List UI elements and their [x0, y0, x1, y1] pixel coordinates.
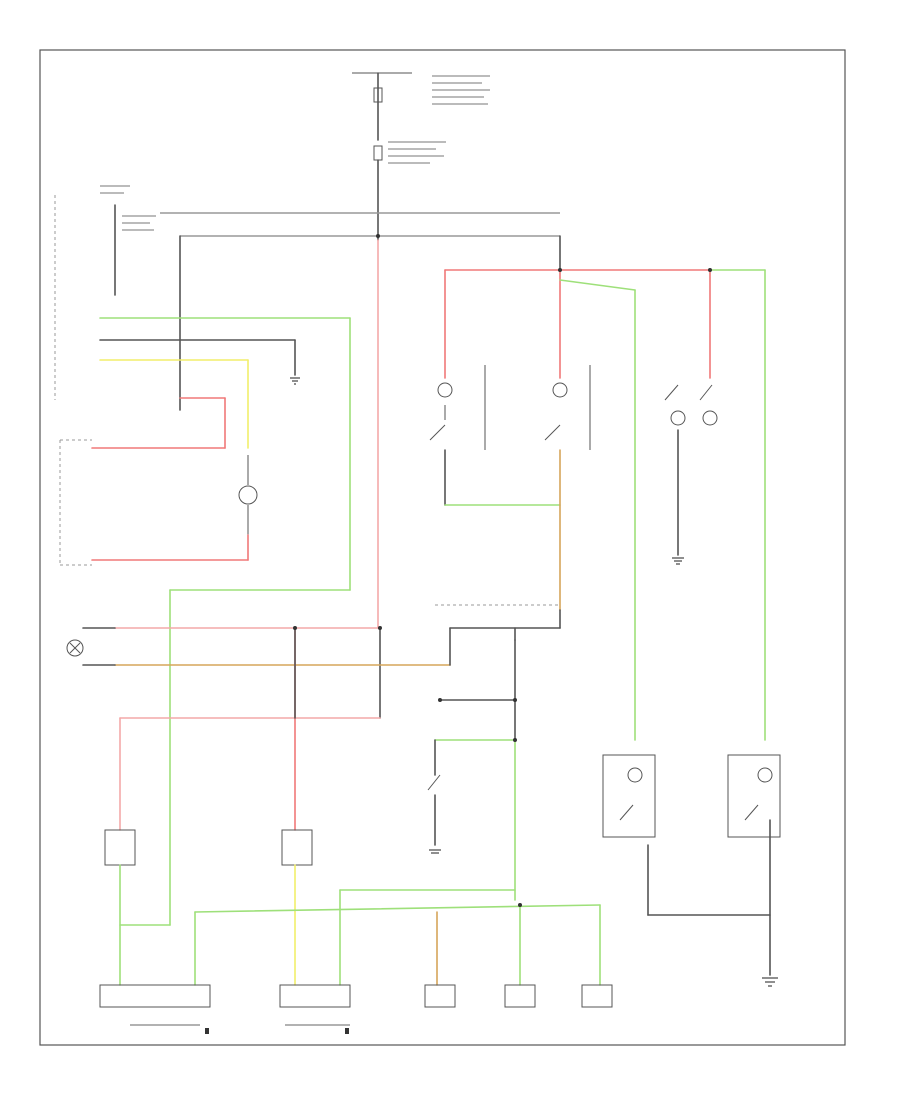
- diagram-frame: [39, 49, 846, 1046]
- lamp-icon: [627, 767, 773, 783]
- ground-icon: [429, 849, 441, 854]
- lamp-icon: [66, 639, 84, 657]
- lamp-icon: [437, 382, 718, 426]
- ground-icon: [762, 977, 778, 987]
- top-fuse-block: [352, 72, 490, 241]
- ground-icon: [672, 557, 684, 565]
- switch-icon: [429, 365, 591, 450]
- ground-icon: [290, 377, 300, 385]
- relay-icon: [104, 829, 313, 866]
- relay-icon: [238, 455, 258, 535]
- switch-icon: [99, 984, 613, 1008]
